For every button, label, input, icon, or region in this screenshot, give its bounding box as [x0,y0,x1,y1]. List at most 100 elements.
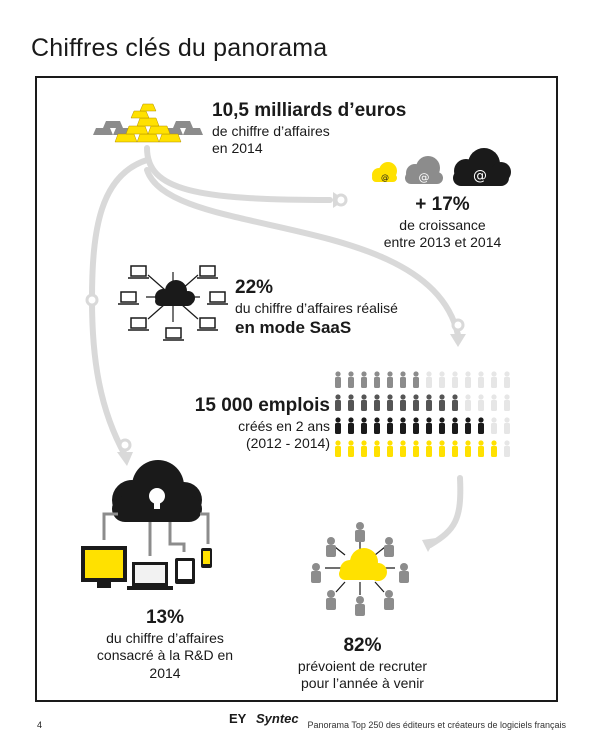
person-body [426,377,432,388]
person-body [491,446,497,457]
person-body [387,423,393,434]
growth-line2: de croissance [399,216,486,233]
person-icon [504,417,510,423]
person-icon [400,440,406,446]
recruit-block: 82% prévoient de recruter pour l’année à… [290,634,435,693]
person-icon [491,417,497,423]
person-body [400,377,406,388]
person-icon [335,440,341,446]
person-body [491,377,497,388]
revenue-block: 10,5 milliards d’euros de chiffre d’affa… [212,99,406,158]
person-icon [491,440,497,446]
person-icon [361,371,367,377]
cloud-icon: @ [372,162,397,182]
person-body [361,446,367,457]
cloud-icon [155,280,195,306]
person-icon [348,394,354,400]
person-icon [311,522,409,616]
person-icon [387,394,393,400]
person-icon [439,394,445,400]
person-body [452,423,458,434]
person-body [426,446,432,457]
person-icon [504,371,510,377]
person-icon [452,440,458,446]
ey-logo: EY [229,711,247,726]
person-body [452,377,458,388]
jobs-block: 15 000 emplois créés en 2 ans (2012 - 20… [190,394,330,453]
person-icon [413,417,419,423]
person-icon [335,371,341,377]
person-icon [413,394,419,400]
person-body [504,377,510,388]
revenue-line2: de chiffre d’affaires [212,122,330,139]
person-body [361,423,367,434]
person-icon [374,371,380,377]
person-body [374,423,380,434]
person-body [374,446,380,457]
person-icon [374,417,380,423]
person-icon [348,371,354,377]
person-body [348,400,354,411]
rd-value: 13% [145,607,185,628]
person-body [387,446,393,457]
laptop-icon [118,265,228,341]
person-icon [426,394,432,400]
gold-bars-icon [93,103,203,143]
person-icon [387,371,393,377]
person-icon [374,440,380,446]
person-icon [478,440,484,446]
cloud-icon [339,548,387,581]
saas-block: 22% du chiffre d’affaires réalisé en mod… [235,276,398,339]
person-body [413,400,419,411]
syntec-logo: Syntec [256,711,299,726]
page-number: 4 [37,720,43,730]
person-icon [504,440,510,446]
person-icon [374,394,380,400]
person-body [400,423,406,434]
jobs-line2: créés en 2 ans [238,417,330,434]
cloud-icon: @ [405,156,443,184]
person-body [400,446,406,457]
person-body [491,400,497,411]
person-icon [335,394,341,400]
person-icon [465,440,471,446]
page-title: Chiffres clés du panorama [31,34,328,62]
monitor-icon [81,546,127,588]
person-body [335,423,341,434]
svg-text:@: @ [419,171,430,184]
person-icon [400,371,406,377]
people-grid [335,371,510,457]
person-body [413,446,419,457]
saas-line3: en mode SaaS [235,318,352,338]
growth-value: + 17% [415,194,470,215]
person-icon [439,371,445,377]
person-icon [465,394,471,400]
rd-line3: consacré à la R&D en 2014 [96,647,234,681]
rd-block: 13% du chiffre d’affaires consacré à la … [80,606,250,682]
phone-icon [201,548,212,568]
revenue-value: 10,5 milliards d’euros [212,100,407,121]
person-icon [387,417,393,423]
person-body [387,400,393,411]
person-icon [361,440,367,446]
person-icon [504,394,510,400]
person-icon [439,440,445,446]
person-icon [465,371,471,377]
svg-text:@: @ [381,173,389,182]
person-body [348,377,354,388]
arrow-head-icon [450,334,466,347]
person-icon [491,371,497,377]
person-body [335,377,341,388]
growth-block: + 17% de croissance entre 2013 et 2014 [370,193,515,252]
laptop-icon [127,562,173,590]
person-icon [452,417,458,423]
publication-title: Panorama Top 250 des éditeurs et créateu… [307,720,566,730]
growth-line3: entre 2013 et 2014 [383,234,502,251]
person-icon [361,417,367,423]
person-body [465,423,471,434]
flow-nodes [85,193,465,452]
recruit-line3: pour l’année à venir [301,675,424,692]
person-icon [426,417,432,423]
person-body [504,400,510,411]
person-body [361,400,367,411]
